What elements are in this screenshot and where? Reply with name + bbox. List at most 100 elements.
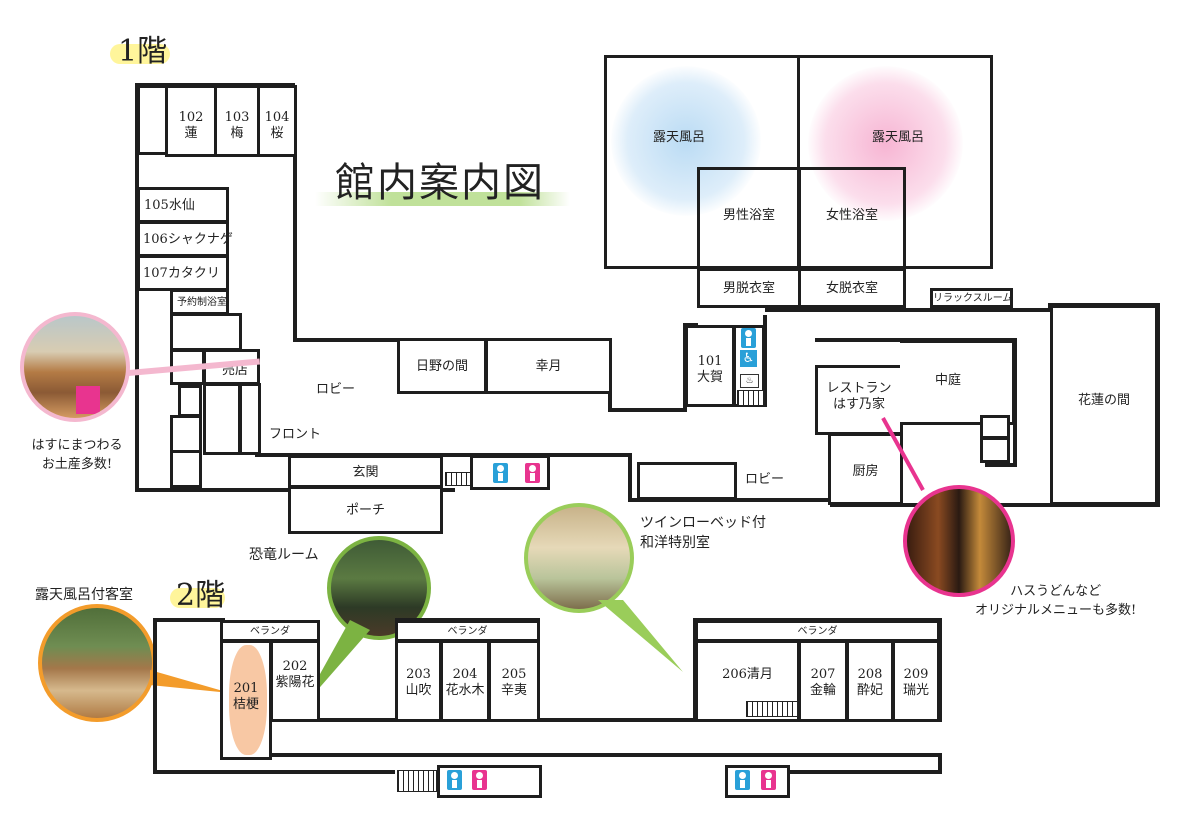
room-karen[interactable]: 花蓮の間 — [1050, 305, 1158, 505]
lobby-right-label: ロビー — [745, 472, 785, 487]
restaurant-label: レストラン はす乃家 — [826, 381, 892, 413]
restroom-female-icon — [761, 770, 776, 790]
room-205[interactable]: 205 辛夷 — [488, 640, 540, 722]
dressing-male[interactable]: 男脱衣室 — [697, 268, 801, 308]
relax-room[interactable]: リラックスルーム — [930, 288, 1013, 308]
restaurant-caption: ハスうどんなど オリジナルメニューも多数! — [975, 584, 1137, 618]
dino-caption: 恐竜ルーム — [249, 547, 319, 563]
room-small-2 — [178, 385, 202, 417]
dressing-female-label: 女脱衣室 — [825, 281, 878, 296]
room-front-desk — [239, 383, 261, 455]
room-201-label: 201 桔梗 — [232, 681, 259, 713]
room-kogetsu[interactable]: 幸月 — [485, 338, 612, 394]
bath-water-decoration — [808, 66, 963, 221]
floor2-label: 2階 — [176, 578, 226, 613]
bath-male-label: 男性浴室 — [722, 208, 775, 223]
room-201[interactable]: 201 桔梗 — [220, 640, 272, 760]
room-203-label: 203 山吹 — [405, 667, 432, 699]
room-107[interactable]: 107カタクリ — [137, 255, 229, 291]
outdoor-bath-female[interactable]: 露天風呂 — [797, 55, 993, 269]
room-hino[interactable]: 日野の間 — [397, 338, 487, 394]
room-103-label: 103 梅 — [224, 110, 250, 142]
courtyard[interactable]: 中庭 — [900, 340, 1015, 425]
veranda-1-label: ベランダ — [250, 626, 290, 637]
shop-photo — [20, 312, 130, 422]
room-208[interactable]: 208 酔妃 — [846, 640, 894, 722]
title-underline — [315, 192, 570, 206]
floor2-highlight — [170, 588, 225, 608]
shop-display — [76, 386, 100, 414]
room-102-label: 102 蓮 — [178, 110, 204, 142]
room-208-label: 208 酔妃 — [856, 667, 883, 699]
floor1-label: 1階 — [118, 34, 168, 69]
room-reservation-label: 予約制浴室 — [177, 297, 227, 308]
room-karen-label: 花蓮の間 — [1077, 393, 1130, 408]
courtyard-label: 中庭 — [935, 373, 962, 388]
bathroom-caption: 露天風呂付客室 — [35, 587, 133, 603]
room-kogetsu-label: 幸月 — [535, 359, 562, 374]
room-206-label: 206清月 — [722, 667, 773, 682]
page-title: 館内案内図 — [335, 160, 545, 206]
veranda-2: ベランダ — [395, 620, 540, 642]
room-204-label: 204 花水木 — [445, 667, 485, 699]
front-label: フロント — [269, 427, 322, 442]
outdoor-bath-male-label: 露天風呂 — [653, 130, 706, 145]
stairs-icon-4 — [397, 770, 437, 792]
room-207-label: 207 金輪 — [809, 667, 836, 699]
room-104-label: 104 桜 — [264, 110, 290, 142]
room-207[interactable]: 207 金輪 — [798, 640, 848, 722]
bath-female-label: 女性浴室 — [825, 208, 878, 223]
outdoor-bath-female-label: 露天風呂 — [872, 130, 925, 145]
room-hino-label: 日野の間 — [415, 359, 468, 374]
relax-room-label: リラックスルーム — [933, 293, 1013, 304]
room-204[interactable]: 204 花水木 — [440, 640, 490, 722]
room-small-4 — [170, 450, 202, 488]
stairs-icon-3 — [746, 701, 798, 717]
restroom-male-icon — [735, 770, 750, 790]
veranda-2-label: ベランダ — [447, 626, 488, 637]
room-202-label: 202 紫陽花 — [275, 659, 315, 691]
restroom-female-icon — [472, 770, 487, 790]
kitchen-label: 厨房 — [852, 464, 879, 479]
wheelchair-icon: ♿ — [740, 350, 757, 367]
twin-pointer — [598, 600, 683, 672]
room-entrance-label: 玄関 — [352, 465, 379, 480]
twin-room-photo — [524, 503, 634, 613]
room-209-label: 209 瑞光 — [902, 667, 929, 699]
room-corridor-mid — [637, 462, 737, 500]
room-201-bath-decoration — [229, 645, 267, 755]
restroom-male-icon — [447, 770, 462, 790]
restroom-male-icon — [741, 328, 756, 348]
restroom-male-icon — [493, 463, 508, 483]
room-105-label: 105水仙 — [144, 198, 195, 213]
veranda-3: ベランダ — [695, 620, 940, 642]
restroom-female-icon — [525, 463, 540, 483]
room-205-label: 205 辛夷 — [500, 667, 527, 699]
room-104[interactable]: 104 桜 — [257, 85, 297, 157]
dressing-male-label: 男脱衣室 — [722, 281, 775, 296]
room-209[interactable]: 209 瑞光 — [892, 640, 940, 722]
room-102[interactable]: 102 蓮 — [165, 85, 217, 157]
veranda-3-label: ベランダ — [797, 626, 838, 637]
kitchen[interactable]: 厨房 — [828, 433, 903, 505]
restaurant-photo — [903, 485, 1015, 597]
room-101-label: 101 大賀 — [696, 354, 723, 386]
lobby-left-label: ロビー — [316, 382, 356, 397]
room-203[interactable]: 203 山吹 — [395, 640, 442, 722]
restaurant-pointer — [881, 417, 925, 491]
shop-caption: はすにまつわる お土産多数! — [31, 438, 123, 472]
bathroom-pointer — [150, 670, 230, 693]
room-porch-label: ポーチ — [345, 503, 385, 518]
room-107-label: 107カタクリ — [143, 266, 220, 281]
room-206[interactable]: 206清月 — [695, 640, 800, 722]
dressing-female[interactable]: 女脱衣室 — [798, 268, 906, 308]
bath-water-decoration — [611, 66, 761, 216]
room-106-label: 106シャクナゲ — [143, 232, 233, 247]
room-porch[interactable]: ポーチ — [288, 486, 443, 534]
floor1-highlight — [110, 44, 170, 64]
smoking-icon: ♨ — [740, 374, 759, 388]
room-right-small-2 — [980, 437, 1010, 463]
stairs-icon-2 — [737, 390, 765, 406]
room-202[interactable]: 202 紫陽花 — [270, 640, 320, 722]
